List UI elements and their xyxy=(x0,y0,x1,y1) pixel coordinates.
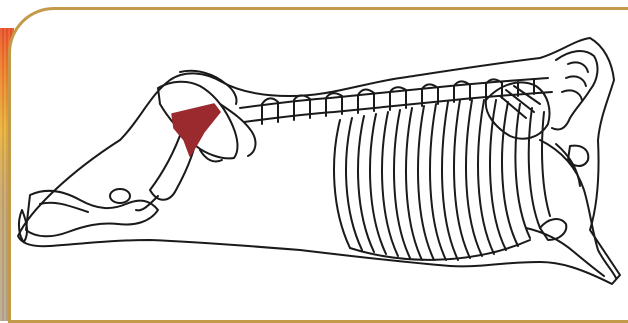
rib-cage xyxy=(334,100,550,260)
highlighted-cut xyxy=(172,104,220,156)
hind-leg-bone xyxy=(540,140,616,278)
